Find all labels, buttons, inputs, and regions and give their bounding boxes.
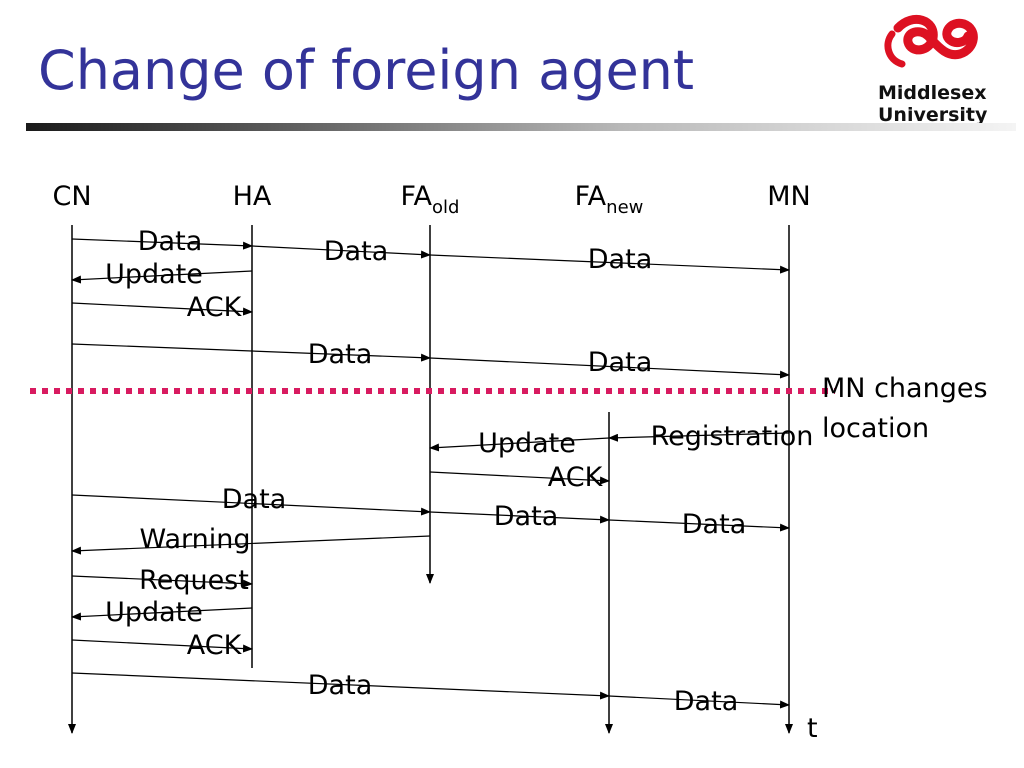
event-label-line1: MN changes [822,373,988,404]
message-arrow [608,519,790,532]
message-arrow [71,343,431,362]
message-label: Data [222,484,286,515]
message-label: Request [139,565,249,596]
entity-label-fa-old: FAold [401,181,460,218]
entity-label-mn: MN [767,181,811,212]
message-label: ACK [187,630,243,661]
message-arrow [608,432,790,442]
time-axis-label: t [807,713,818,744]
message-label: Update [478,428,576,459]
message-label: Update [105,259,203,290]
message-label: Update [105,597,203,628]
message-label: Data [138,226,202,257]
message-arrow [608,695,790,709]
message-arrow [429,254,790,274]
message-arrow [71,270,253,284]
message-label: Registration [651,421,814,452]
message-label: Data [588,244,652,275]
message-arrow [71,535,431,555]
message-arrow [71,639,253,653]
message-arrow [429,437,610,452]
logo-text-line2: University [878,104,988,126]
message-label: Data [674,686,738,717]
message-label: Warning [139,524,250,555]
entity-label-ha: HA [233,181,272,212]
university-logo: Middlesex University [872,14,1002,126]
message-arrow [71,672,610,700]
message-arrow [71,575,253,588]
message-label: ACK [548,462,604,493]
message-label: Data [324,236,388,267]
entity-label-cn: CN [52,181,91,212]
message-arrow [429,511,610,524]
message-arrow [429,471,610,485]
message-label: Data [588,347,652,378]
message-label: Data [682,509,746,540]
title-divider [26,123,1016,131]
message-arrow [251,245,431,259]
entity-label-fa-new: FAnew [575,181,644,218]
message-arrow [71,607,253,621]
slide-title: Change of foreign agent [38,39,695,102]
message-label: ACK [187,292,243,323]
message-label: Data [308,670,372,701]
ribbon-logo-icon [884,14,978,68]
message-label: Data [308,339,372,370]
message-arrow [429,357,790,379]
message-arrow [71,494,431,516]
message-label: Data [494,501,558,532]
logo-text-line1: Middlesex [878,82,987,104]
message-arrow [71,302,253,316]
message-arrow [71,238,253,250]
event-label-line2: location [822,413,929,444]
